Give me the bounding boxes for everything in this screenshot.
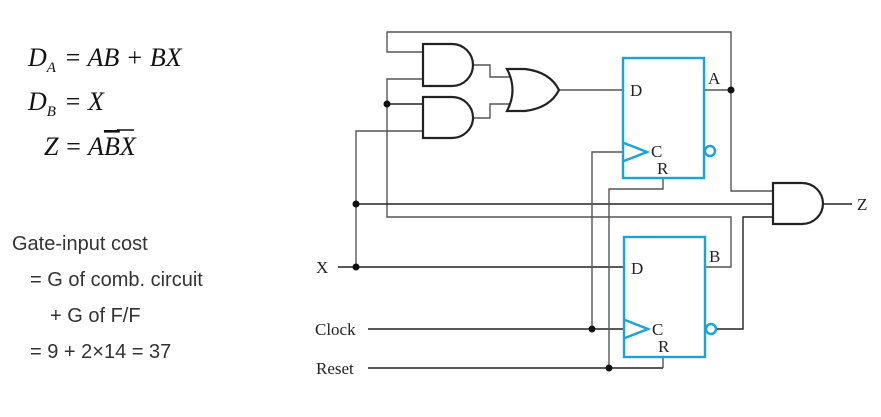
or-gate <box>505 67 561 113</box>
flip-flop-b: D C R B <box>622 235 720 359</box>
input-clock-label: Clock <box>315 320 356 339</box>
svg-text:R: R <box>658 337 670 356</box>
input-x-label: X <box>316 258 328 277</box>
cost-line-1: = G of comb. circuit <box>30 269 203 291</box>
svg-text:DA= AB + BX: DA= AB + BX <box>27 43 183 76</box>
clock-triangle-icon <box>624 318 652 340</box>
svg-text:D: D <box>631 259 643 278</box>
svg-text:C: C <box>652 320 663 339</box>
clock-triangle-icon <box>623 141 651 163</box>
svg-text:R: R <box>657 159 669 178</box>
svg-text:DB= X: DB= X <box>27 87 105 120</box>
equation-da: DA= AB + BX <box>27 43 183 76</box>
inverted-output-bubble-icon <box>703 144 717 158</box>
b-complement: B <box>104 132 120 161</box>
cost-line-2: + G of F/F <box>50 305 141 327</box>
inverted-output-bubble-icon <box>704 322 718 336</box>
flip-flop-a: D C R A <box>621 56 721 180</box>
svg-text:C: C <box>651 142 662 161</box>
cost-title: Gate-input cost <box>12 233 148 255</box>
equation-z: Z= ABX <box>44 129 137 161</box>
output-b-label: B <box>709 247 720 266</box>
wires <box>338 31 852 369</box>
cost-line-3: = 9 + 2×14 = 37 <box>30 341 171 363</box>
and-gate-ab <box>421 42 475 88</box>
output-z-label: Z <box>857 195 867 214</box>
equation-db: DB= X <box>27 87 105 120</box>
junction-dots <box>352 86 735 372</box>
input-reset-label: Reset <box>316 359 354 378</box>
svg-text:Z= ABX: Z= ABX <box>44 132 137 161</box>
output-a-label: A <box>708 69 721 88</box>
svg-text:D: D <box>630 81 642 100</box>
and-gate-bx <box>421 95 475 140</box>
and-gate-z <box>771 181 825 226</box>
